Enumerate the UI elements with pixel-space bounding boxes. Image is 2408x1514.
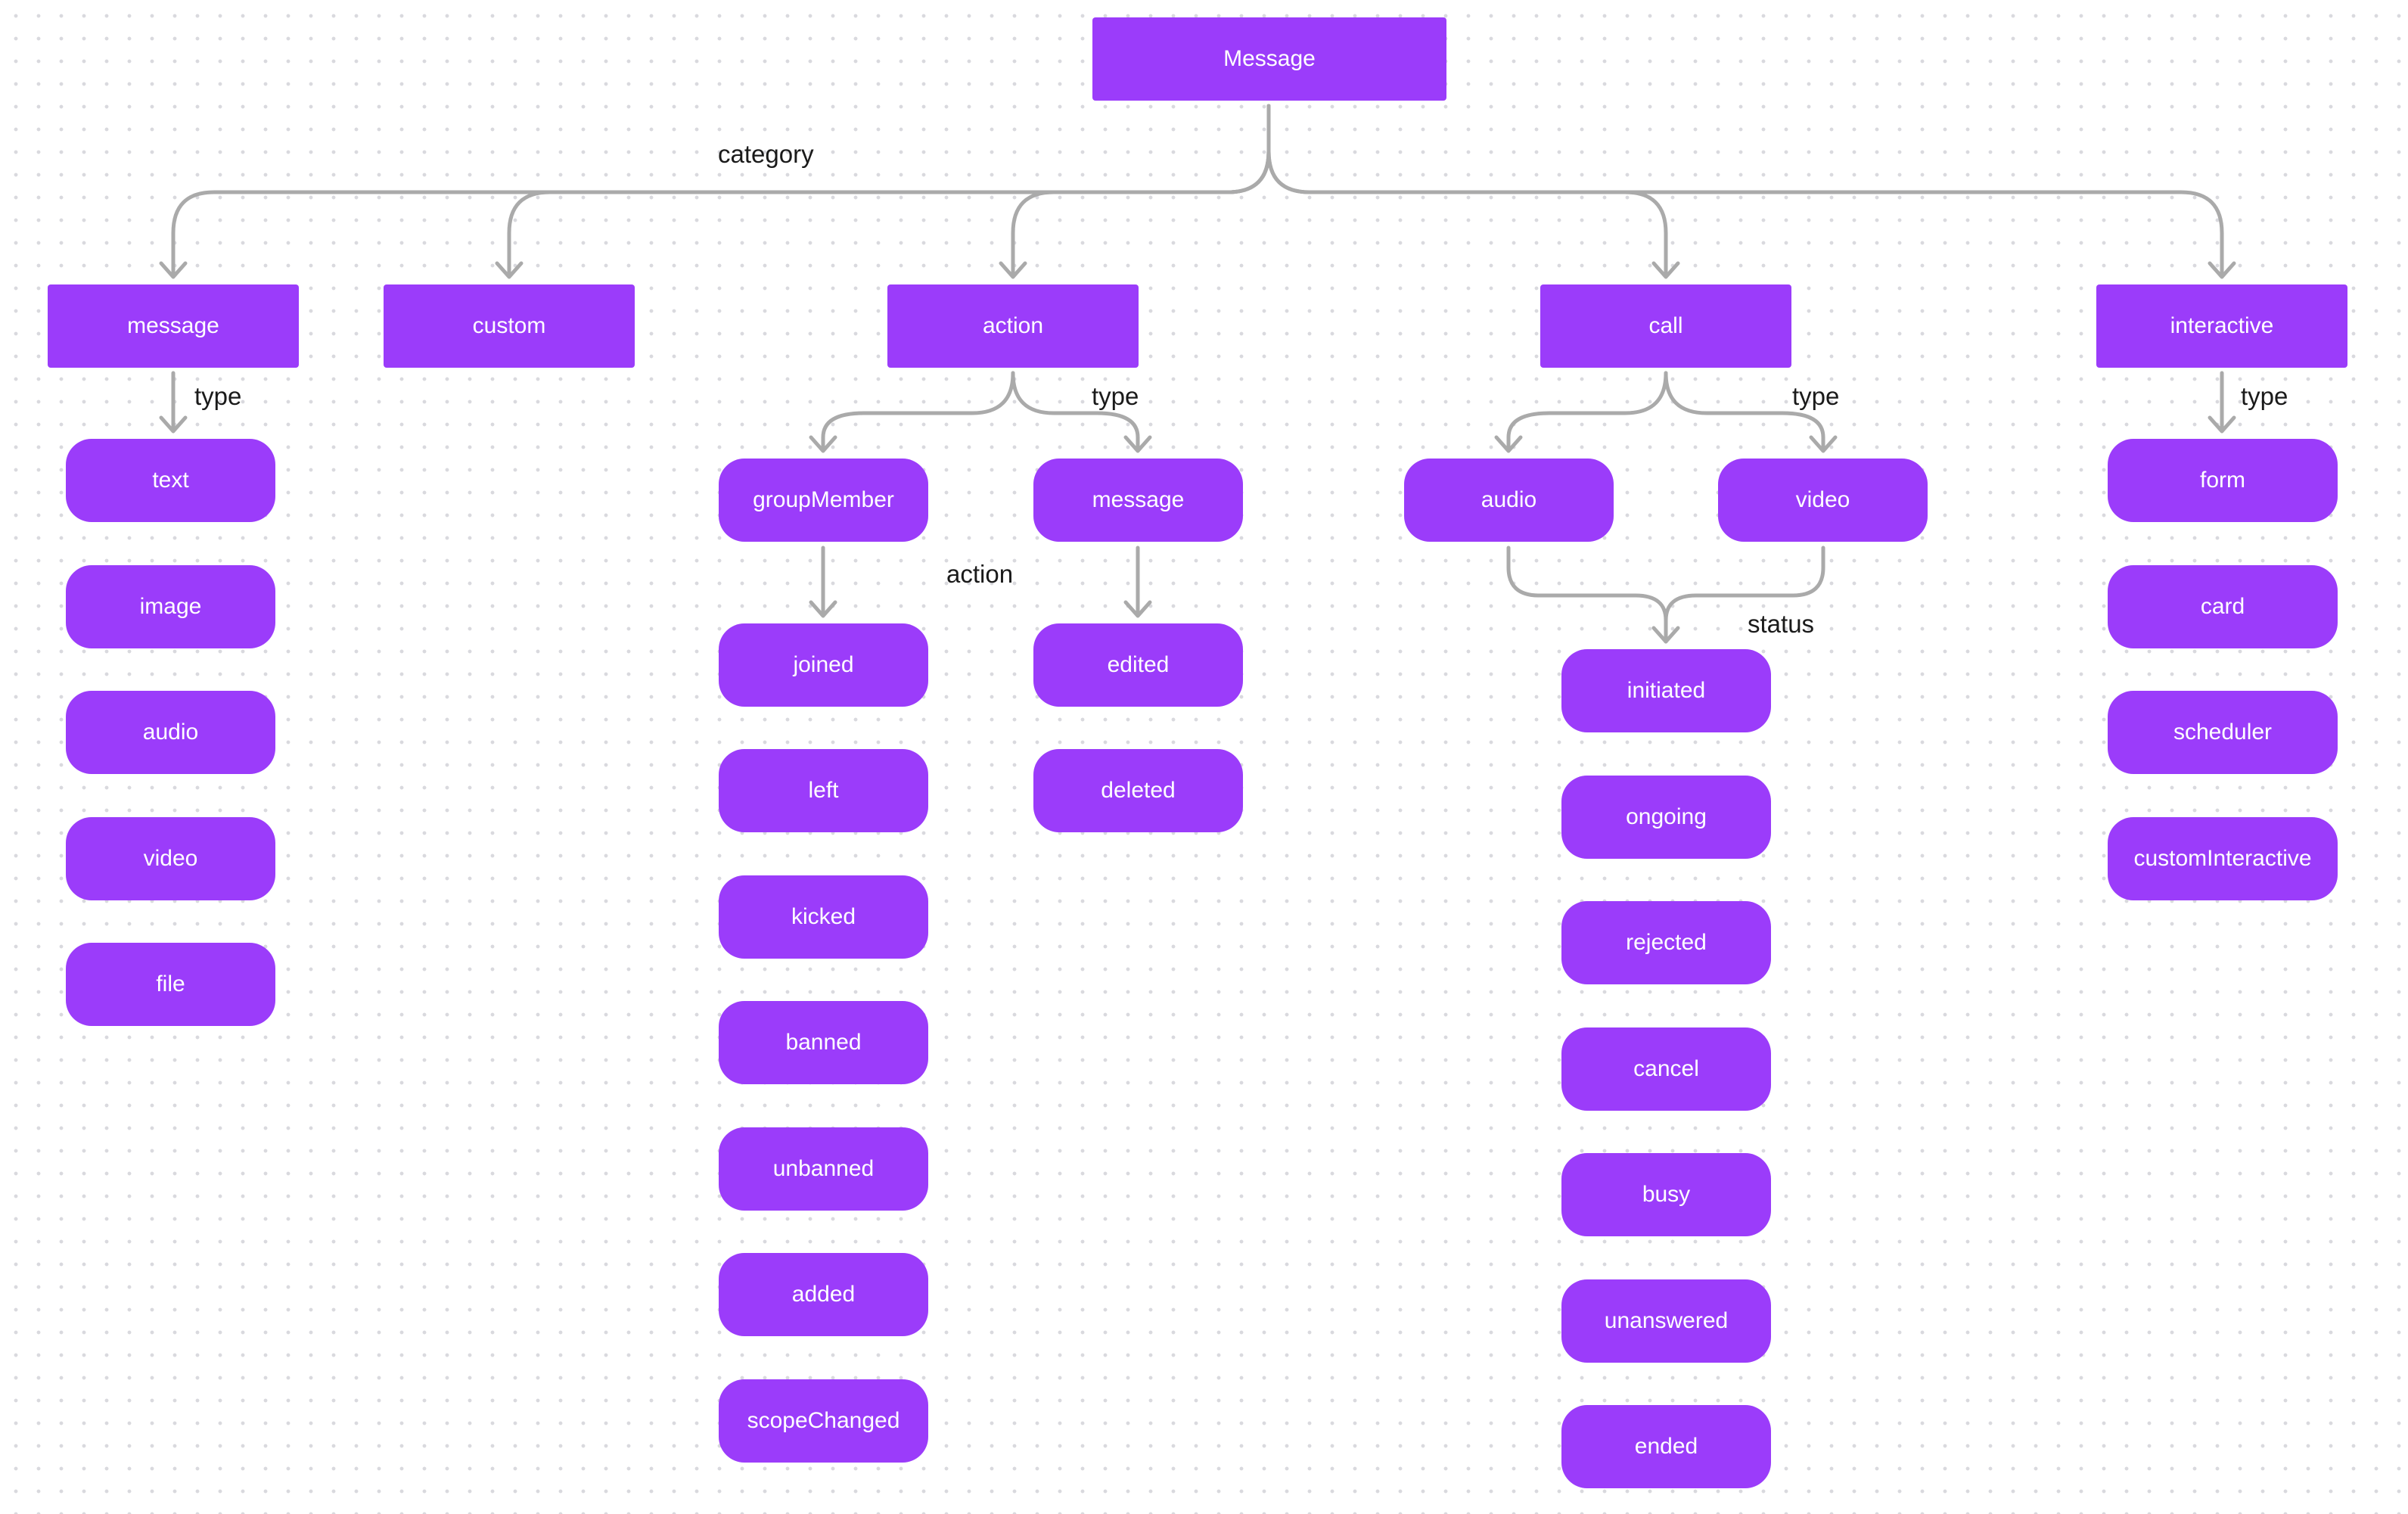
edge-label-call-status: status — [1748, 610, 1815, 638]
edge-audio-to-status — [1506, 546, 1680, 644]
edge-label-message-type: type — [194, 382, 242, 410]
node-action-scopechanged[interactable]: scopeChanged — [719, 1379, 928, 1463]
node-interactive-custominteractive[interactable]: customInteractive — [2108, 817, 2338, 900]
edge-label-call-type: type — [1792, 382, 1840, 410]
node-action-deleted[interactable]: deleted — [1033, 749, 1243, 832]
node-call-type-video[interactable]: video — [1718, 459, 1928, 542]
node-status-cancel[interactable]: cancel — [1561, 1027, 1771, 1111]
edge-message-to-actions — [1123, 546, 1152, 618]
node-status-busy[interactable]: busy — [1561, 1153, 1771, 1236]
node-type-text[interactable]: text — [66, 439, 275, 522]
node-interactive-scheduler[interactable]: scheduler — [2108, 691, 2338, 774]
node-status-unanswered[interactable]: unanswered — [1561, 1279, 1771, 1363]
node-status-ended[interactable]: ended — [1561, 1405, 1771, 1488]
node-status-ongoing[interactable]: ongoing — [1561, 776, 1771, 859]
node-status-initiated[interactable]: initiated — [1561, 649, 1771, 732]
edge-action-to-groupmember — [809, 371, 1015, 453]
node-type-audio[interactable]: audio — [66, 691, 275, 774]
edge-action-to-message — [1011, 371, 1152, 453]
edge-interactive-to-types — [2208, 371, 2236, 434]
node-status-rejected[interactable]: rejected — [1561, 901, 1771, 984]
edge-root-to-interactive — [1266, 104, 2236, 279]
node-type-image[interactable]: image — [66, 565, 275, 648]
node-action-added[interactable]: added — [719, 1253, 928, 1336]
node-action-left[interactable]: left — [719, 749, 928, 832]
node-interactive-card[interactable]: card — [2108, 565, 2338, 648]
node-category-call[interactable]: call — [1540, 284, 1791, 368]
node-interactive-form[interactable]: form — [2108, 439, 2338, 522]
node-message-root[interactable]: Message — [1092, 17, 1446, 101]
node-category-custom[interactable]: custom — [384, 284, 635, 368]
edge-label-interactive-type: type — [2241, 382, 2288, 410]
node-action-type-message[interactable]: message — [1033, 459, 1243, 542]
edge-call-to-audio — [1494, 371, 1668, 453]
node-call-type-audio[interactable]: audio — [1404, 459, 1614, 542]
edge-label-action-action: action — [946, 560, 1014, 588]
edge-groupmember-to-actions — [809, 546, 837, 618]
node-action-unbanned[interactable]: unbanned — [719, 1127, 928, 1211]
node-action-edited[interactable]: edited — [1033, 623, 1243, 707]
edge-label-action-type: type — [1092, 382, 1139, 410]
node-category-interactive[interactable]: interactive — [2096, 284, 2347, 368]
edge-label-category: category — [718, 140, 814, 168]
edge-call-to-video — [1664, 371, 1838, 453]
node-action-type-groupmember[interactable]: groupMember — [719, 459, 928, 542]
node-action-joined[interactable]: joined — [719, 623, 928, 707]
node-category-message[interactable]: message — [48, 284, 299, 368]
node-action-kicked[interactable]: kicked — [719, 875, 928, 959]
node-type-video[interactable]: video — [66, 817, 275, 900]
edge-root-to-action — [999, 104, 1271, 279]
edge-video-to-status — [1664, 546, 1825, 644]
node-category-action[interactable]: action — [887, 284, 1139, 368]
node-type-file[interactable]: file — [66, 943, 275, 1026]
edge-message-to-types — [159, 371, 188, 434]
node-action-banned[interactable]: banned — [719, 1001, 928, 1084]
